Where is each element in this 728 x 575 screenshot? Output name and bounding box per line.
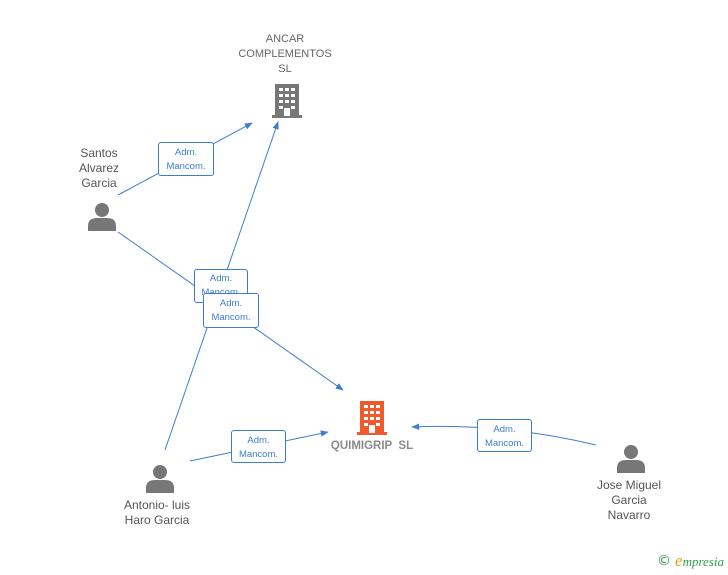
edge-label-antonio-quimigrip[interactable]: Adm. Mancom.: [231, 430, 286, 463]
edge-label-line-2: Mancom.: [484, 438, 525, 449]
person-icon[interactable]: [87, 201, 117, 231]
company-label-quimigrip[interactable]: QUIMIGRIP SL: [330, 440, 414, 452]
footer-brand: © empresia: [657, 551, 724, 571]
empresia-logo-rest: mpresia: [682, 554, 724, 569]
edge-label-santos-ancar[interactable]: Adm. Mancom.: [158, 142, 214, 176]
edge-label-line-2: Mancom.: [166, 161, 206, 172]
building-icon[interactable]: [357, 401, 387, 435]
edge-label-line-2: Mancom.: [211, 312, 251, 323]
edge-label-line-2: Mancom.: [195, 286, 247, 300]
edge-label-line-1: Adm.: [247, 435, 270, 446]
person-icon[interactable]: [616, 443, 646, 473]
building-icon[interactable]: [272, 84, 302, 118]
company-label-ancar-line-1: ANCAR: [265, 33, 305, 45]
person-label-santos-line-1: Santos: [80, 146, 118, 160]
person-label-santos-line-3: Garcia: [81, 176, 117, 190]
edge-label-jose-quimigrip[interactable]: Adm. Mancom.: [477, 419, 532, 452]
person-label-santos-line-2: Alvarez: [78, 161, 119, 175]
person-label-jose-line-2: Garcia: [611, 493, 647, 507]
person-label-jose-line-3: Navarro: [607, 508, 651, 522]
company-label-ancar-line-2: COMPLEMENTOS: [238, 48, 332, 60]
edge-label-line-1: Adm.: [219, 298, 243, 309]
person-label-jose-line-1: Jose Miguel: [596, 478, 662, 492]
person-label-jose[interactable]: Jose Miguel Garcia Navarro: [584, 478, 674, 523]
edge-label-line-1: Adm.: [493, 424, 516, 435]
empresia-logo[interactable]: empresia: [675, 551, 724, 571]
company-label-ancar[interactable]: ANCAR COMPLEMENTOS SL: [225, 32, 345, 77]
edge-label-line-1: Adm.: [174, 147, 198, 158]
edge-label-line-2: Mancom.: [238, 449, 279, 460]
person-label-antonio-line-2: Haro Garcia: [124, 513, 190, 527]
person-label-antonio-line-1: Antonio- luis: [123, 498, 191, 512]
company-label-ancar-line-3: SL: [278, 63, 292, 75]
person-icon[interactable]: [145, 463, 175, 493]
edge-label-santos-quimigrip[interactable]: Adm. Mancom.: [203, 293, 259, 328]
person-label-santos[interactable]: Santos Alvarez Garcia: [54, 146, 144, 191]
person-label-antonio[interactable]: Antonio- luis Haro Garcia: [107, 498, 207, 528]
copyright-icon: ©: [657, 553, 672, 569]
edge-label-line-1: Adm.: [209, 273, 233, 284]
empresia-logo-first-letter: e: [675, 551, 683, 570]
